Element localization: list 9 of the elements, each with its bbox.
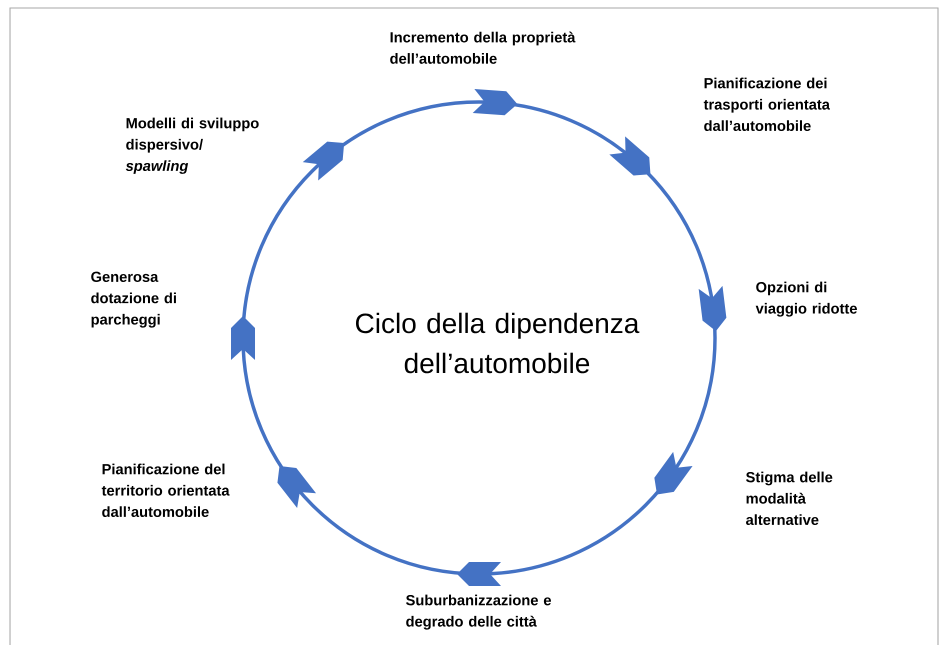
- cycle-label: Opzioni di viaggio ridotte: [756, 282, 857, 317]
- cycle-label: Modelli di sviluppo dispersivo/ spawling: [126, 118, 259, 174]
- cycle-label: Generosa dotazione di parcheggi: [91, 272, 176, 328]
- cycle-label: Pianificazione del territorio orientata dall’automobile: [102, 464, 230, 518]
- title: Ciclo della dipendenza dell’automobile: [356, 312, 640, 374]
- cycle-label: Incremento della proprietà dell’automobile: [390, 32, 576, 64]
- cycle-label: Stigma delle modalità alternative: [746, 472, 832, 526]
- cycle-label: Suburbanizzazione e degrado delle città: [406, 594, 551, 630]
- cycle-label: Pianificazione dei trasporti orientata dall’automobile: [704, 78, 830, 132]
